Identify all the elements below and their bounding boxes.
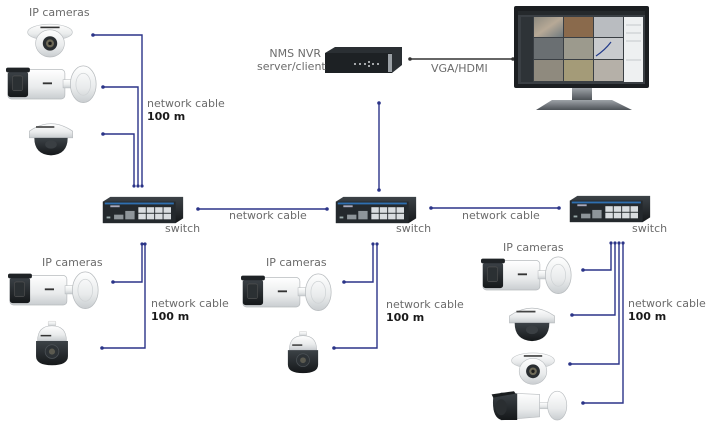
camera-ptz-icon[interactable]	[287, 330, 319, 374]
monitor-video-grid	[534, 17, 623, 81]
camera-bullet-icon[interactable]	[240, 273, 332, 312]
camera-ptz-icon[interactable]	[35, 320, 69, 366]
camera-dome-icon[interactable]	[511, 352, 555, 385]
camera-dome-icon[interactable]	[27, 23, 73, 58]
cable-distance: 100 m	[147, 110, 186, 123]
cable-bottom-right-1	[583, 243, 612, 271]
cable-distance: 100 m	[151, 310, 190, 323]
switch-right-device[interactable]	[569, 195, 651, 223]
monitor-device[interactable]	[514, 6, 649, 110]
switch-label: switch	[632, 222, 668, 235]
cable-label: network cable	[386, 298, 464, 311]
camera-bullet-icon[interactable]	[5, 65, 97, 104]
nvr-label-line1: NMS NVR	[269, 47, 321, 60]
nvr-label-line2: server/client	[257, 60, 326, 73]
nvr-device[interactable]	[325, 47, 402, 73]
cable-label: network cable	[151, 297, 229, 310]
camera-bullet-ir-icon[interactable]	[491, 390, 568, 421]
cable-bottom-right-2	[572, 243, 616, 316]
cable-bottom-right-4	[583, 243, 624, 404]
cable-top-left-3	[103, 133, 135, 186]
switch-center-device[interactable]	[335, 196, 417, 224]
cables	[93, 34, 624, 404]
group-heading: IP cameras	[42, 256, 103, 269]
cable-label: network cable	[628, 297, 706, 310]
camera-bullet-icon[interactable]	[480, 256, 572, 295]
cable-distance: 100 m	[628, 310, 667, 323]
group-heading: IP cameras	[29, 6, 90, 19]
group-heading: IP cameras	[266, 256, 327, 269]
camera-varifocal-dome-icon[interactable]	[28, 123, 74, 156]
switch-left-device[interactable]	[102, 196, 184, 224]
cable-bottom-center-1	[344, 244, 374, 283]
group-heading: IP cameras	[503, 241, 564, 254]
cable-top-left-2	[103, 86, 139, 186]
cable-label: network cable	[147, 97, 225, 110]
switch-label: switch	[396, 222, 432, 235]
camera-bullet-icon[interactable]	[7, 271, 99, 310]
cable-dots	[91, 33, 625, 405]
cable-distance: 100 m	[386, 311, 425, 324]
trunk-cable-label: network cable	[229, 209, 307, 222]
cable-top-left-1	[93, 34, 143, 186]
cable-bottom-left-2	[102, 244, 146, 349]
nvr-label: NMS NVR server/client	[257, 47, 326, 73]
cable-bottom-center-2	[334, 244, 378, 349]
cable-bottom-right-3	[570, 243, 620, 365]
vga-hdmi-label: VGA/HDMI	[431, 62, 488, 75]
trunk-cable-label: network cable	[462, 209, 540, 222]
cable-bottom-left-1	[113, 244, 143, 283]
switch-label: switch	[165, 222, 201, 235]
camera-varifocal-dome-icon[interactable]	[509, 307, 555, 342]
